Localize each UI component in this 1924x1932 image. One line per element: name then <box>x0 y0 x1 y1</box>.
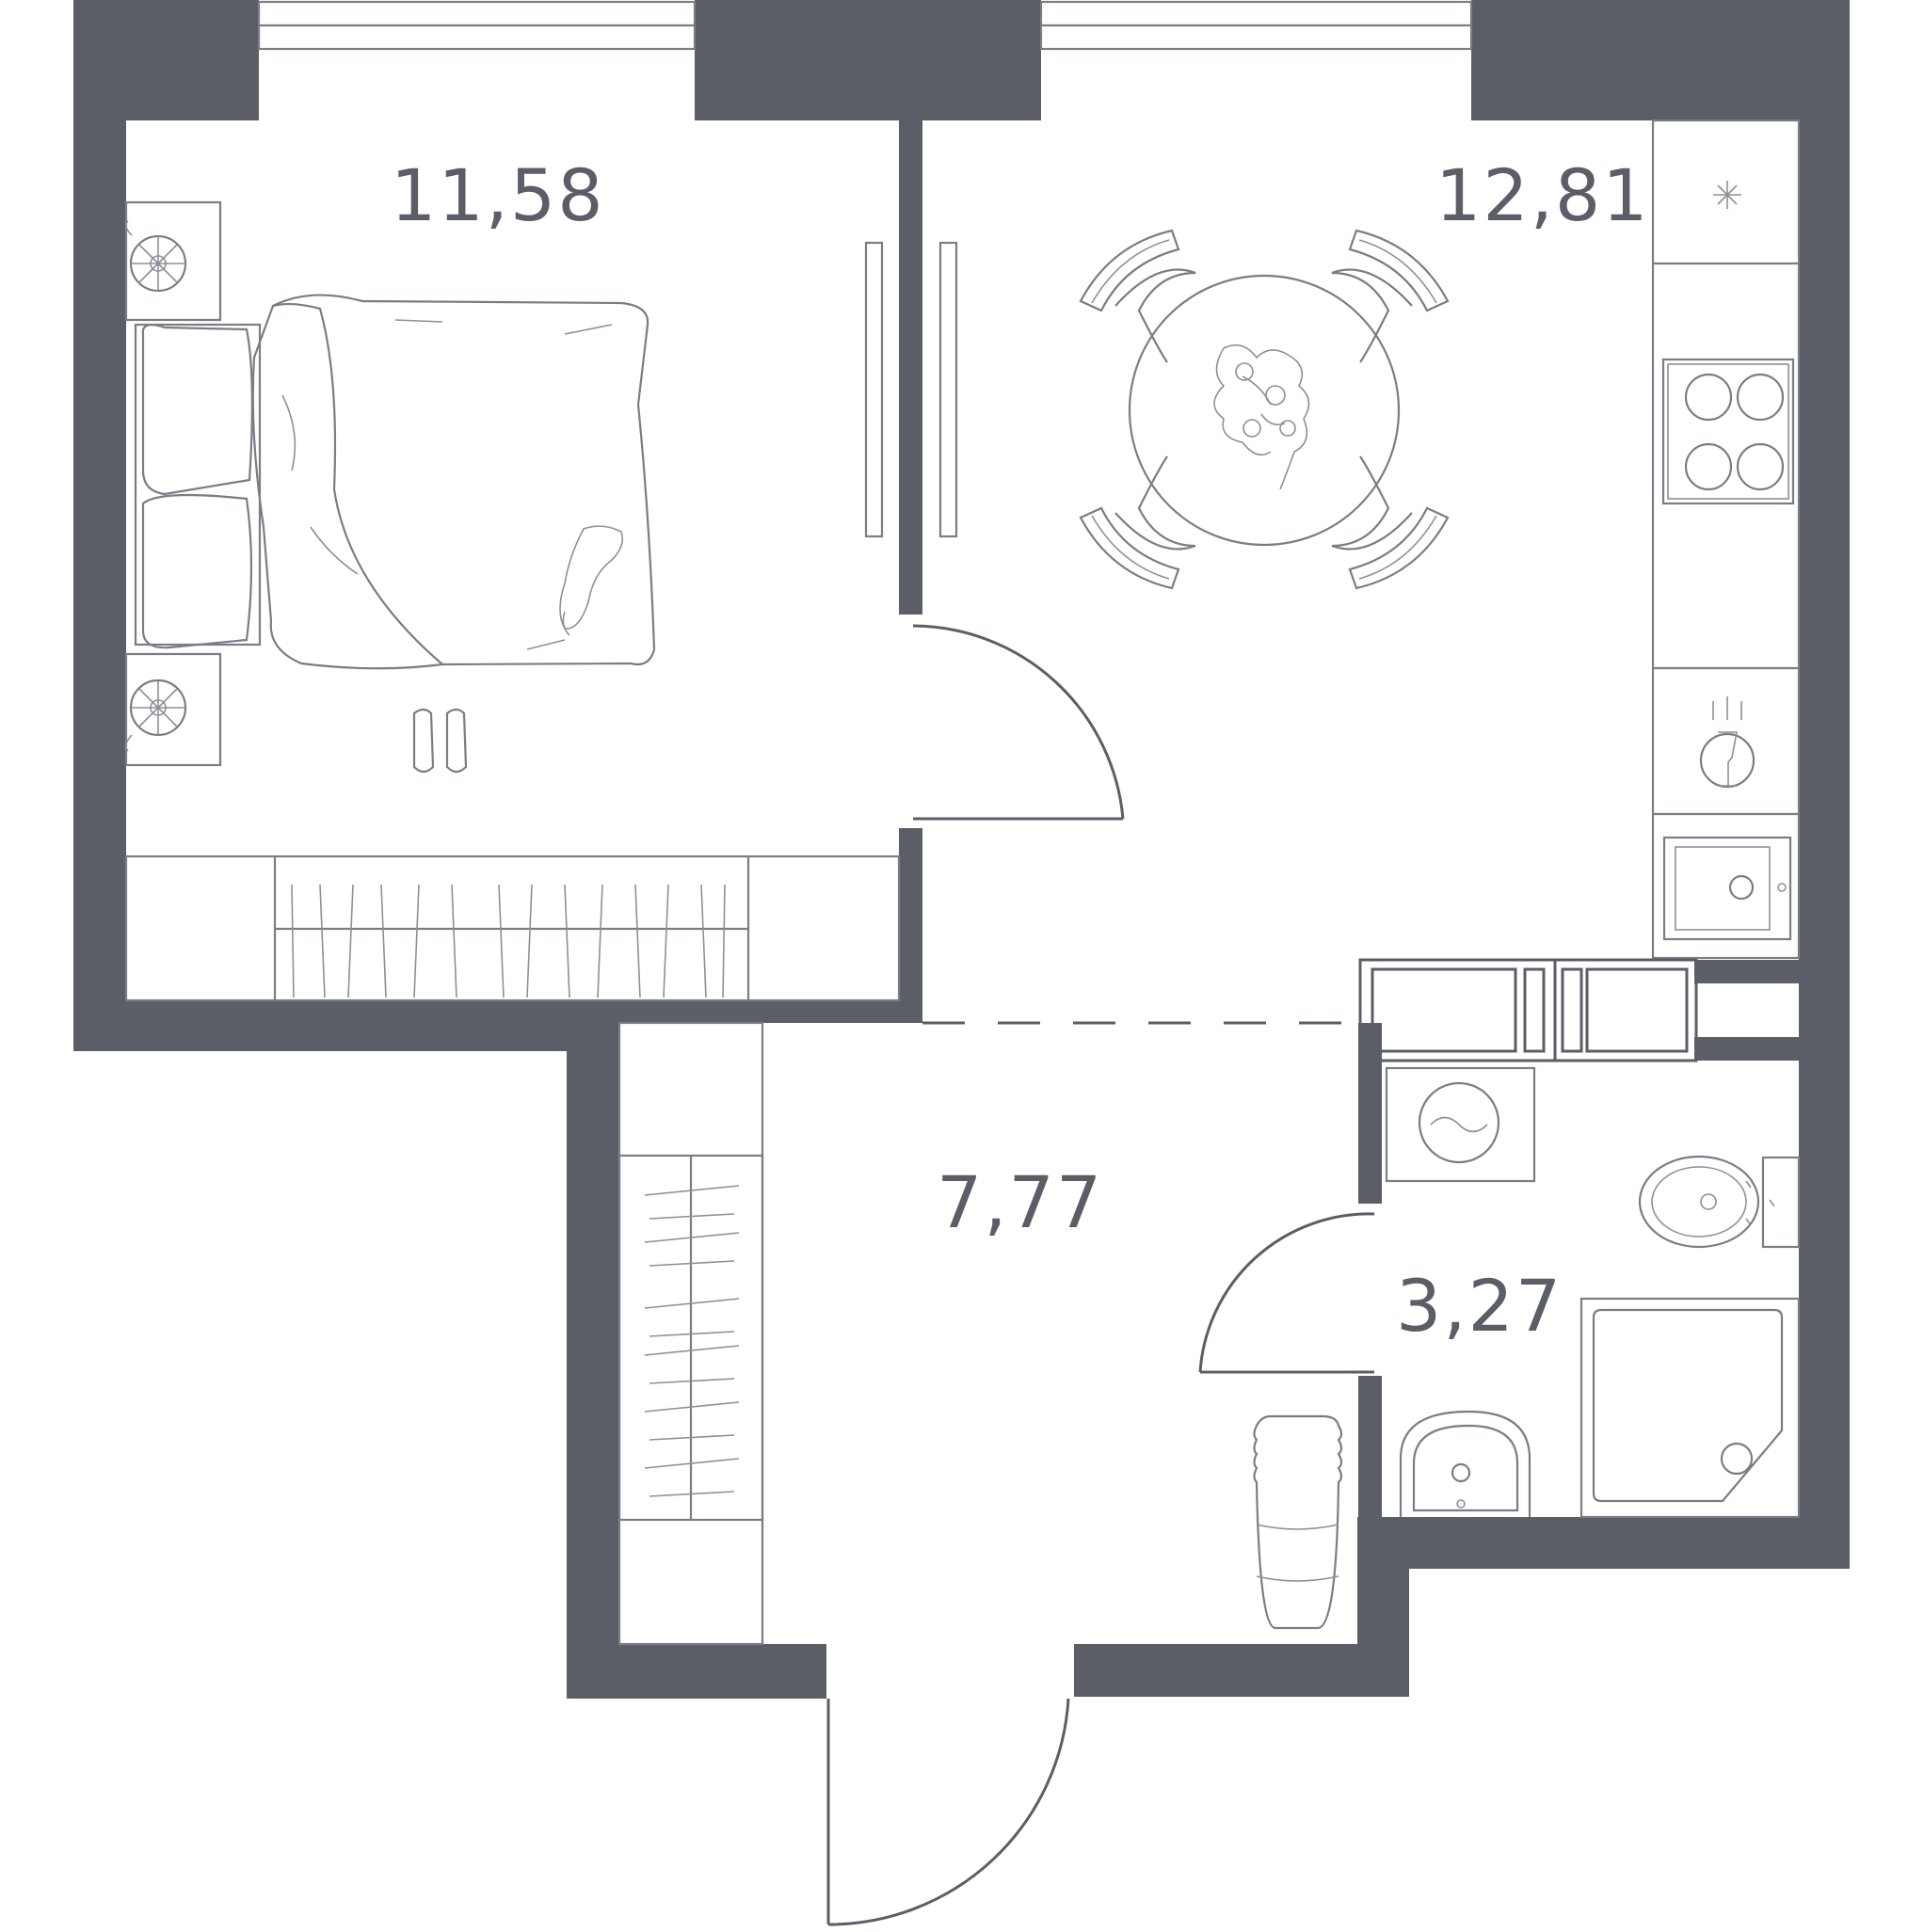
entrance-door-swing <box>826 1698 1070 1926</box>
chair-icon <box>1079 455 1196 590</box>
shower-tray-icon <box>1579 1297 1801 1519</box>
walls <box>73 0 1850 1699</box>
lamp-icon <box>124 220 187 293</box>
slippers-icon <box>412 708 468 774</box>
bathroom-fixtures <box>1198 1066 1801 1519</box>
dining-table <box>1128 274 1401 547</box>
sink-icon <box>1662 836 1792 941</box>
bedroom-furniture <box>124 200 1125 1002</box>
chair-icon <box>1331 455 1450 590</box>
windows <box>257 0 1473 51</box>
chair-icon <box>1331 229 1450 363</box>
wine-glass-icon <box>1699 696 1756 789</box>
kitchen-furniture <box>922 119 1801 1062</box>
hallway-area-label: 7,77 <box>937 1160 1104 1244</box>
cat-icon <box>559 525 624 636</box>
appliance-cabinet <box>1358 958 1698 1062</box>
bathroom-door-swing <box>1198 1212 1375 1374</box>
sparkle-icon <box>1713 181 1741 209</box>
cooktop-icon <box>1661 358 1795 505</box>
chair-icon <box>1079 229 1196 363</box>
washing-machine-icon <box>1385 1066 1536 1183</box>
washbasin-icon <box>1399 1410 1531 1517</box>
flower-bouquet-icon <box>1213 343 1310 490</box>
bedroom-area-label: 11,58 <box>391 153 605 237</box>
door-swing <box>912 624 1125 821</box>
lamp-icon <box>124 679 187 752</box>
bathroom-area-label: 3,27 <box>1396 1264 1563 1348</box>
kitchen-area-label: 12,81 <box>1435 153 1650 237</box>
hallway-furniture <box>617 1021 1343 1926</box>
toilet-icon <box>1638 1155 1801 1249</box>
pouf-icon <box>1253 1414 1343 1630</box>
